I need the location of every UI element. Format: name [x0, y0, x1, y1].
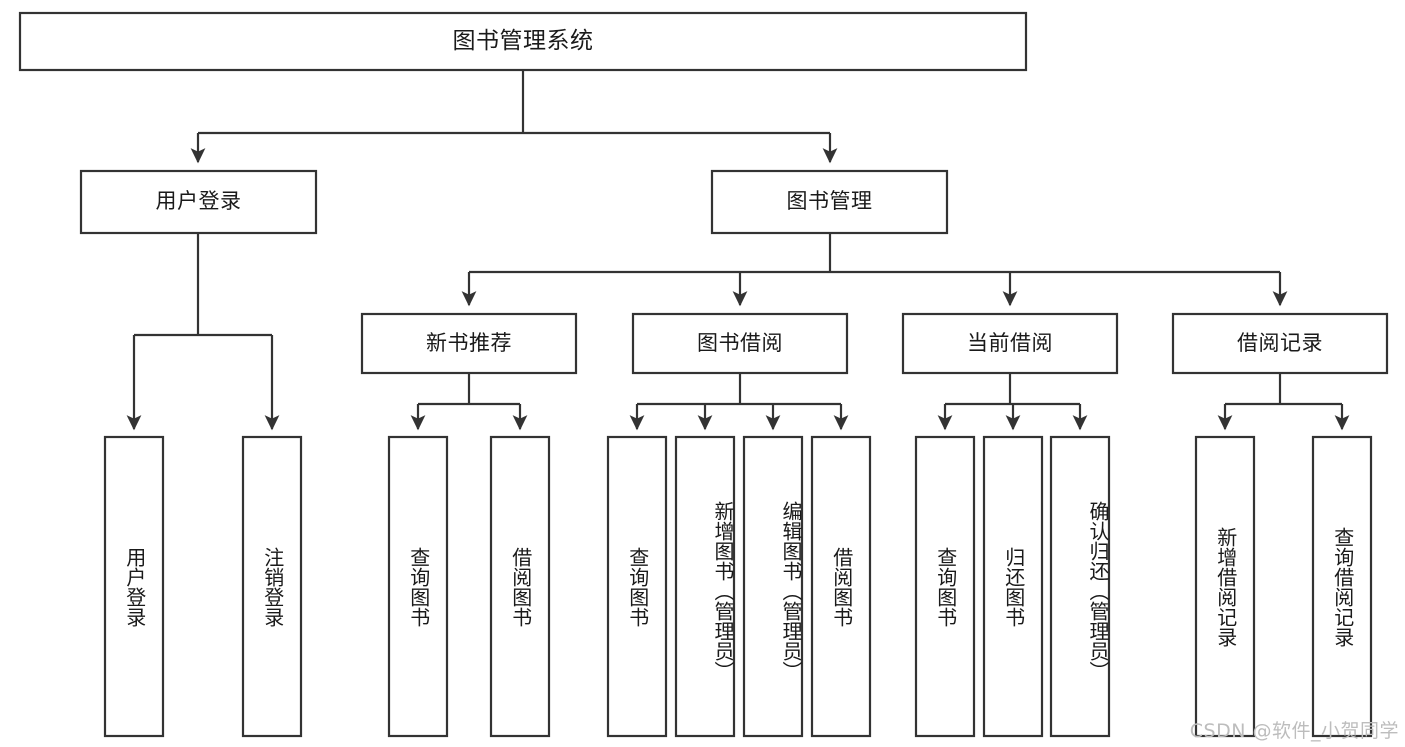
node-box-leaf-add-record[interactable] — [1194, 435, 1256, 738]
node-box-leaf-return-book[interactable] — [982, 435, 1044, 738]
node-box-leaf-query-book-2[interactable] — [606, 435, 668, 738]
node-box-book-management[interactable] — [710, 169, 949, 235]
node-box-current-borrow[interactable] — [901, 312, 1119, 375]
node-box-leaf-user-login[interactable] — [103, 435, 165, 738]
node-box-new-book-recommend[interactable] — [360, 312, 578, 375]
connector-root-to-level2 — [190, 70, 838, 164]
connector-user-login-to-leaves — [126, 233, 280, 431]
connector-book-management-to-level3 — [461, 233, 1288, 307]
connector-current-borrow-to-leaves — [937, 373, 1088, 431]
node-box-leaf-borrow-book-2[interactable] — [810, 435, 872, 738]
node-box-user-login[interactable] — [79, 169, 318, 235]
node-box-borrow-record[interactable] — [1171, 312, 1389, 375]
node-box-leaf-logout[interactable] — [241, 435, 303, 738]
node-box-leaf-add-book[interactable] — [674, 435, 736, 738]
connector-borrow-record-to-leaves — [1217, 373, 1350, 431]
node-box-leaf-query-book-1[interactable] — [387, 435, 449, 738]
node-box-leaf-query-record[interactable] — [1311, 435, 1373, 738]
connector-new-book-to-leaves — [410, 373, 528, 431]
node-box-leaf-edit-book[interactable] — [742, 435, 804, 738]
connector-book-borrow-to-leaves — [629, 373, 849, 431]
node-box-leaf-query-book-3[interactable] — [914, 435, 976, 738]
node-box-leaf-borrow-book-1[interactable] — [489, 435, 551, 738]
node-box-book-borrow[interactable] — [631, 312, 849, 375]
node-box-root[interactable] — [18, 11, 1028, 72]
node-box-leaf-confirm-return[interactable] — [1049, 435, 1111, 738]
